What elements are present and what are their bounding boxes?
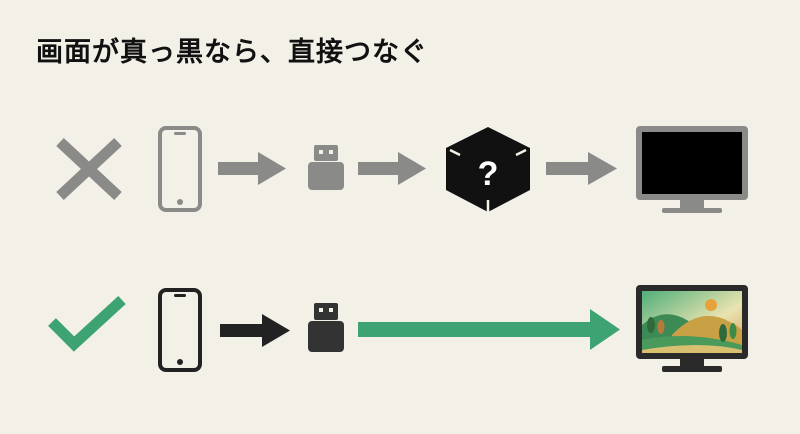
cross-icon (56, 137, 122, 201)
page-title: 画面が真っ黒なら、直接つなぐ (36, 37, 428, 68)
arrow-icon (220, 314, 290, 347)
arrow-icon (218, 152, 286, 185)
usb-adapter-icon (308, 145, 344, 190)
arrow-icon (358, 152, 426, 185)
arrow-icon (546, 152, 617, 185)
monitor-landscape-icon (636, 285, 748, 372)
unknown-box-icon: ? (446, 127, 530, 212)
long-arrow-icon (358, 309, 620, 350)
usb-adapter-icon (308, 303, 344, 352)
smartphone-icon (158, 126, 202, 212)
check-icon (48, 295, 126, 352)
monitor-black-screen-icon (636, 126, 748, 213)
question-mark: ? (478, 155, 499, 193)
smartphone-icon (158, 288, 202, 372)
